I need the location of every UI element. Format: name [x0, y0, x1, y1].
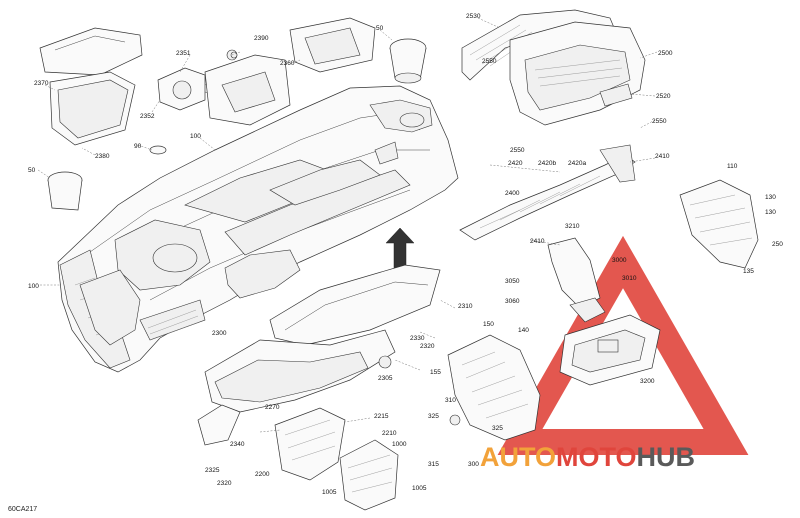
label-2390: 2390	[254, 35, 269, 42]
label-2320: 2320	[420, 343, 435, 350]
upper-storage-part	[461, 9, 646, 126]
label-50: 50	[28, 167, 36, 174]
support-rail-part	[459, 144, 636, 241]
label-100: 100	[28, 283, 39, 290]
label-90: 90	[134, 143, 142, 150]
label-325: 325	[492, 425, 503, 432]
label-2310: 2310	[458, 303, 473, 310]
label-2420a: 2420a	[568, 160, 586, 167]
glove-box-door-part	[269, 264, 441, 346]
label-2320: 2320	[217, 480, 232, 487]
label-2210: 2210	[382, 430, 397, 437]
part-labels: 2530 2500 2550 2520 2550 2550 2390 2351 …	[28, 13, 783, 496]
label-150: 150	[483, 321, 494, 328]
label-2360: 2360	[280, 60, 295, 67]
cup-holder-part	[389, 38, 427, 84]
label-250: 250	[772, 241, 783, 248]
label-2420: 2420	[508, 160, 523, 167]
watermark-moto: MOTO	[556, 442, 637, 472]
label-2410: 2410	[655, 153, 670, 160]
label-2351: 2351	[176, 50, 191, 57]
label-315: 315	[428, 461, 439, 468]
gauge-cluster-part	[204, 49, 291, 126]
leader-lines	[37, 17, 658, 433]
label-2550: 2550	[482, 58, 497, 65]
label-310: 310	[445, 397, 456, 404]
label-1005: 1005	[322, 489, 337, 496]
label-2325: 2325	[205, 467, 220, 474]
label-2305: 2305	[378, 375, 393, 382]
label-1000: 1000	[392, 441, 407, 448]
label-2200: 2200	[255, 471, 270, 478]
label-2400: 2400	[505, 190, 520, 197]
label-3000: 3000	[612, 257, 627, 264]
label-2500: 2500	[658, 50, 673, 57]
label-3210: 3210	[565, 223, 580, 230]
label-2300: 2300	[212, 330, 227, 337]
label-3200: 3200	[640, 378, 655, 385]
lower-panel-part	[274, 407, 399, 511]
switch-panel-part	[559, 314, 661, 386]
label-100: 100	[190, 133, 201, 140]
label-2340: 2340	[230, 441, 245, 448]
label-325: 325	[428, 413, 439, 420]
label-2215: 2215	[374, 413, 389, 420]
storage-bin-part	[39, 27, 143, 146]
label-300: 300	[468, 461, 479, 468]
label-3010: 3010	[622, 275, 637, 282]
label-2550: 2550	[510, 147, 525, 154]
diagram-code: 60CA217	[8, 506, 37, 513]
display-screen-part	[289, 17, 376, 73]
label-155: 155	[430, 369, 441, 376]
mount-bracket-part	[547, 237, 606, 323]
label-2352: 2352	[140, 113, 155, 120]
svg-text:AUTOMOTOHUB: AUTOMOTOHUB	[480, 442, 695, 472]
label-2380: 2380	[95, 153, 110, 160]
watermark-hub: HUB	[637, 442, 696, 472]
label-110: 110	[727, 163, 738, 170]
glove-box-tray-part	[197, 329, 396, 446]
actuator-part	[157, 67, 226, 111]
label-3050: 3050	[505, 278, 520, 285]
label-3060: 3060	[505, 298, 520, 305]
label-2530: 2530	[466, 13, 481, 20]
dashboard-body-part	[57, 85, 459, 373]
label-140: 140	[518, 327, 529, 334]
label-2520: 2520	[656, 93, 671, 100]
watermark-logo: AUTOMOTOHUB	[480, 442, 695, 472]
center-console-part	[447, 334, 541, 441]
label-1005: 1005	[412, 485, 427, 492]
label-2270: 2270	[265, 404, 280, 411]
label-130: 130	[765, 194, 776, 201]
label-2370: 2370	[34, 80, 49, 87]
side-bracket-part	[679, 179, 759, 269]
label-2550: 2550	[652, 118, 667, 125]
fasteners	[47, 51, 461, 426]
label-135: 135	[743, 268, 754, 275]
label-2420b: 2420b	[538, 160, 556, 167]
label-2330: 2330	[410, 335, 425, 342]
label-130: 130	[765, 209, 776, 216]
watermark-auto: AUTO	[480, 442, 556, 472]
label-50: 50	[376, 25, 384, 32]
label-2410: 2410	[530, 238, 545, 245]
